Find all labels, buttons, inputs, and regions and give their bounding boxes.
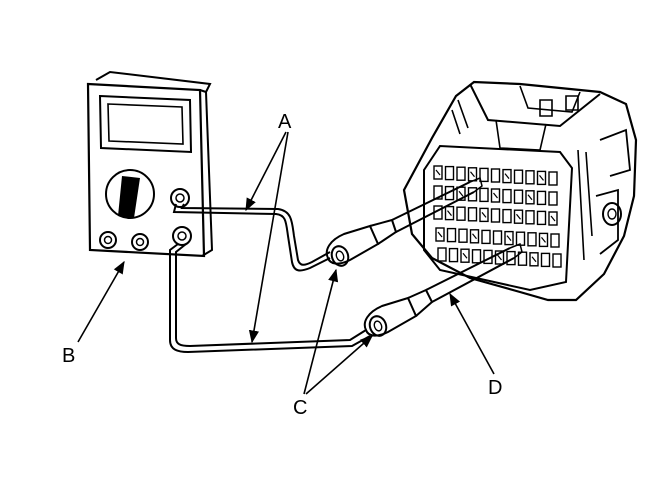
- terminal-cavity: [502, 168, 512, 184]
- terminal-cavity: [467, 207, 478, 222]
- terminal-pin-mark: [504, 173, 510, 179]
- terminal-cavity-grid: [433, 165, 562, 268]
- terminal-cavity: [525, 210, 535, 225]
- terminal-cavity: [433, 165, 443, 180]
- terminal-cavity: [515, 231, 526, 246]
- terminal-cavity: [490, 208, 501, 223]
- terminal-cavity: [481, 229, 491, 245]
- terminal-pin-mark: [541, 237, 546, 243]
- callout-label-a: A: [278, 111, 292, 133]
- wire-harness-connector-icon: [402, 80, 638, 302]
- multimeter-icon: [86, 70, 214, 258]
- test-probe-icon: [325, 176, 523, 337]
- terminal-pin-mark: [447, 210, 452, 216]
- terminal-cavity: [446, 227, 457, 243]
- terminal-cavity: [460, 248, 470, 263]
- terminal-cavity: [479, 167, 489, 183]
- terminal-cavity: [529, 252, 539, 267]
- terminal-cavity: [540, 252, 551, 268]
- terminal-cavity: [483, 249, 493, 265]
- terminal-cavity: [536, 210, 547, 226]
- terminal-cavity: [444, 205, 455, 221]
- terminal-pin-mark: [527, 194, 533, 201]
- terminal-pin-mark: [550, 215, 556, 222]
- terminal-pin-mark: [462, 252, 468, 259]
- terminal-cavity: [550, 233, 560, 248]
- terminal-cavity: [548, 191, 558, 206]
- terminal-cavity: [479, 207, 489, 223]
- terminal-cavity: [504, 230, 514, 246]
- terminal-cavity: [513, 169, 524, 184]
- terminal-cavity: [527, 232, 537, 247]
- terminal-cavity: [490, 168, 501, 183]
- terminal-cavity: [536, 170, 547, 186]
- terminal-cavity: [444, 185, 455, 201]
- terminal-cavity: [506, 250, 516, 266]
- terminal-cavity: [548, 211, 558, 226]
- terminal-cavity: [433, 205, 443, 220]
- terminal-cavity: [471, 249, 482, 264]
- terminal-pin-mark: [531, 256, 537, 263]
- terminal-cavity: [448, 247, 459, 263]
- terminal-cavity: [437, 247, 447, 262]
- terminal-cavity: [525, 170, 535, 185]
- terminal-cavity: [513, 189, 524, 204]
- terminal-pin-mark: [506, 235, 512, 241]
- terminal-cavity: [494, 250, 505, 265]
- terminal-pin-mark: [493, 192, 498, 199]
- terminal-pin-mark: [497, 254, 502, 261]
- callout-label-d: D: [488, 377, 502, 399]
- terminal-cavity: [433, 185, 443, 200]
- terminal-cavity: [552, 253, 562, 268]
- terminal-cavity: [502, 208, 512, 224]
- terminal-cavity: [479, 187, 489, 203]
- terminal-cavity: [458, 228, 468, 243]
- terminal-cavity: [492, 230, 503, 245]
- terminal-pin-mark: [458, 190, 464, 197]
- leader-lines: [77, 131, 495, 395]
- terminal-pin-mark: [435, 169, 441, 176]
- terminal-cavity: [435, 227, 445, 242]
- callout-label-c: C: [293, 397, 307, 419]
- terminal-pin-mark: [472, 233, 477, 240]
- terminal-cavity: [502, 188, 512, 204]
- terminal-cavity: [536, 190, 547, 206]
- terminal-cavity: [456, 206, 466, 221]
- terminal-cavity: [456, 166, 466, 181]
- terminal-cavity: [517, 251, 528, 266]
- terminal-cavity: [490, 188, 501, 203]
- terminal-cavity: [548, 171, 558, 186]
- callout-label-b: B: [62, 345, 75, 367]
- terminal-cavity: [538, 232, 549, 248]
- terminal-cavity: [467, 187, 478, 202]
- terminal-cavity: [513, 209, 524, 224]
- test-leads: [169, 203, 371, 354]
- terminal-pin-mark: [437, 231, 443, 238]
- terminal-cavity: [469, 229, 480, 244]
- terminal-cavity: [444, 165, 455, 181]
- terminal-cavity: [456, 186, 466, 201]
- terminal-pin-mark: [516, 213, 521, 220]
- terminal-pin-mark: [470, 171, 475, 178]
- terminal-cavity: [467, 167, 478, 182]
- terminal-pin-mark: [539, 175, 544, 181]
- terminal-cavity: [525, 190, 535, 205]
- terminal-pin-mark: [481, 212, 487, 218]
